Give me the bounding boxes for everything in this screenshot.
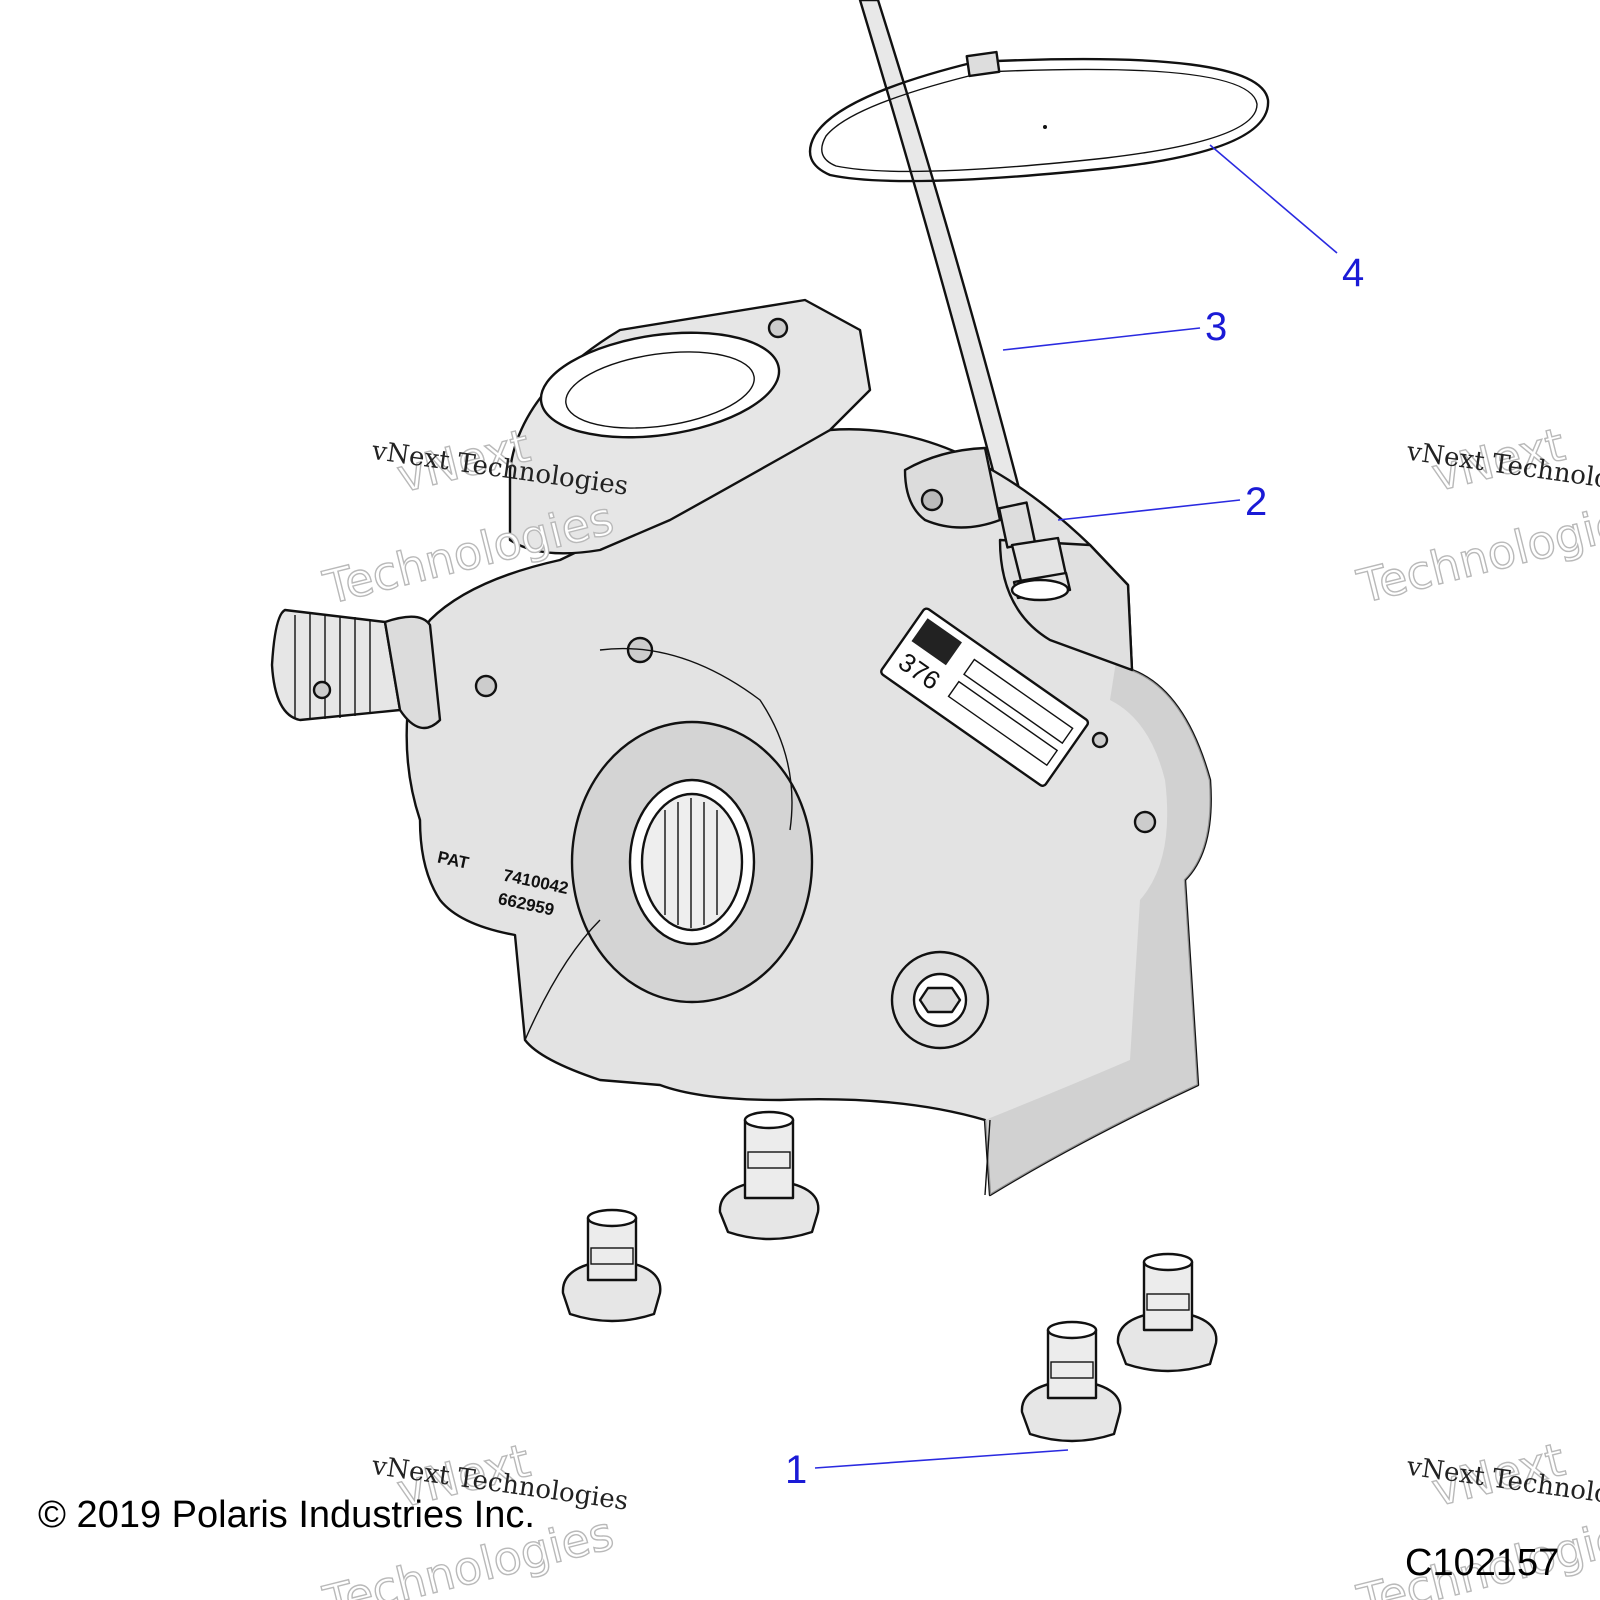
leader-1: [814, 1449, 1069, 1469]
callouts: 4 3 2 1: [785, 251, 1364, 1492]
serial-label-plate: 376: [880, 607, 1090, 787]
callout-2: 2: [1245, 480, 1267, 524]
callout-4: 4: [1342, 251, 1364, 295]
bolt-1: [718, 1110, 820, 1241]
figure-id: C102157: [1405, 1542, 1559, 1584]
bolt-2: [561, 1208, 662, 1323]
leader-2: [1057, 499, 1241, 521]
watermark-top-right: vNext Technologies vNext Technologies: [1351, 416, 1600, 614]
cable-tie: [808, 50, 1270, 183]
output-spline: [664, 798, 718, 928]
watermark-outline-2: Technologies: [1352, 490, 1600, 614]
bolt-4: [1020, 1320, 1122, 1443]
callout-3: 3: [1205, 305, 1227, 349]
vent-fitting: [997, 501, 1072, 602]
input-spline-shaft: [270, 608, 442, 730]
vent-hose: [858, 0, 1024, 507]
leader-3: [1002, 327, 1201, 351]
gearcase-housing: [270, 298, 1212, 1197]
callout-1: 1: [785, 1448, 807, 1492]
leader-4: [1209, 144, 1338, 254]
copyright-notice: © 2019 Polaris Industries Inc.: [38, 1494, 535, 1536]
leader-lines: [814, 144, 1338, 1469]
bolt-3: [1116, 1252, 1218, 1373]
bolt-group: [561, 1110, 1218, 1443]
